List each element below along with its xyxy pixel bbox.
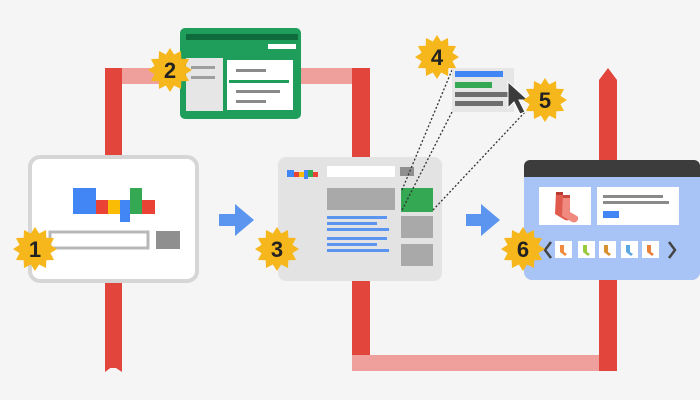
step-number: 3	[271, 237, 283, 262]
search-button[interactable]	[156, 231, 180, 249]
results-panel	[278, 157, 442, 281]
zoom-lines	[401, 69, 526, 211]
side-result-2	[401, 244, 433, 266]
step-badge-4: 4	[415, 35, 459, 79]
step-number: 4	[431, 45, 444, 70]
buy-button[interactable]	[603, 211, 619, 218]
shopping-panel	[524, 160, 700, 280]
ribbon-right-end	[599, 68, 617, 80]
step-number: 1	[29, 237, 41, 262]
shopping-ad-slot[interactable]	[401, 188, 433, 212]
step-badge-2: 2	[148, 48, 192, 92]
search-input[interactable]	[48, 230, 150, 250]
arrow-right-icon	[466, 204, 500, 236]
merchant-sidebar	[186, 58, 223, 111]
star-badge-icon	[13, 227, 57, 271]
result-block	[327, 188, 395, 210]
step-number: 5	[539, 88, 551, 113]
results-logo-icon	[287, 170, 318, 179]
step-badge-3: 3	[255, 227, 299, 271]
arrow-right-icon	[219, 204, 254, 236]
results-search-button[interactable]	[400, 167, 414, 176]
star-badge-icon	[523, 78, 567, 122]
star-badge-icon	[501, 227, 545, 271]
ribbon-bottom-segment	[352, 355, 617, 371]
carousel-thumbnails	[555, 241, 659, 258]
step-number: 2	[164, 58, 176, 83]
chevron-right-icon[interactable]	[668, 241, 677, 259]
results-search-field[interactable]	[327, 166, 395, 177]
result-links	[327, 216, 389, 252]
chevron-left-icon[interactable]	[543, 241, 552, 259]
product-listing-popup	[452, 68, 514, 112]
product-details	[597, 187, 679, 225]
search-panel-card	[28, 155, 199, 283]
search-panel	[28, 155, 199, 283]
sock-icon	[555, 192, 579, 223]
step-badge-5: 5	[523, 78, 567, 122]
ribbon-left-end	[105, 360, 122, 372]
step-badge-1: 1	[13, 227, 57, 271]
step-number: 6	[517, 237, 529, 262]
side-result-1	[401, 216, 433, 238]
step-badge-6: 6	[501, 227, 545, 271]
star-badge-icon	[255, 227, 299, 271]
merchant-center-panel	[180, 28, 301, 119]
google-logo-icon	[73, 188, 155, 222]
star-badge-icon	[148, 48, 192, 92]
star-badge-icon	[415, 35, 459, 79]
